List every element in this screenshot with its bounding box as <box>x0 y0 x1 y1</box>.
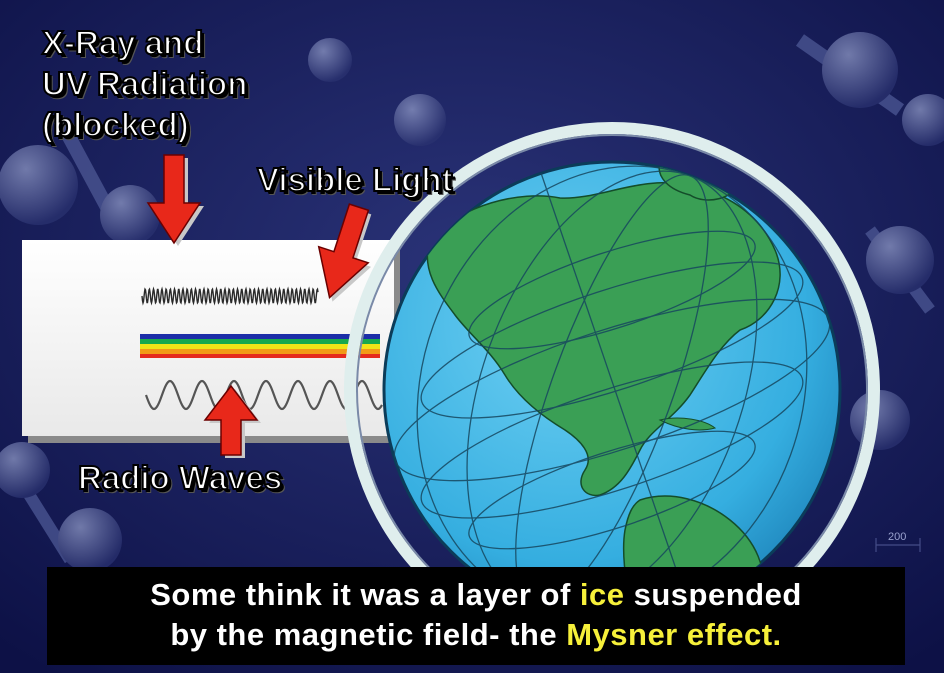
caption-highlight-ice: ice <box>579 577 625 612</box>
caption-line-2: by the magnetic field- the Mysner effect… <box>47 615 905 655</box>
cuba-island <box>658 417 717 431</box>
xray-label-line-3: (blocked) <box>41 105 190 144</box>
red-arrow-icon-visible <box>317 203 372 302</box>
scale-mark-text: 200 <box>888 531 906 543</box>
caption-text: Some think it was a layer of ice suspend… <box>47 575 905 655</box>
rainbow-spectrum-band <box>140 334 380 358</box>
red-arrow-icon-xray <box>146 154 204 246</box>
caption-line-2-pre: by the magnetic field- the <box>170 617 567 652</box>
xray-uv-label: X-Ray and UV Radiation (blocked) <box>41 22 248 145</box>
caption-line-1: Some think it was a layer of ice suspend… <box>47 575 905 615</box>
caption-box: Some think it was a layer of ice suspend… <box>47 567 905 665</box>
caption-line-1-post: suspended <box>624 577 802 612</box>
xray-wave-line <box>141 286 319 306</box>
visible-light-label: Visible Light <box>256 160 454 199</box>
xray-label-line-2: UV Radiation <box>41 64 248 103</box>
radio-wave-line <box>144 379 383 411</box>
red-arrow-icon-radio <box>203 384 261 458</box>
caption-highlight-mysner: Mysner effect. <box>566 617 782 652</box>
molecule-decoration <box>0 32 944 572</box>
xray-label-line-1: X-Ray and <box>41 23 204 62</box>
caption-line-1-pre: Some think it was a layer of <box>150 577 580 612</box>
radio-waves-label: Radio Waves <box>77 458 283 497</box>
faint-chart-decoration <box>875 538 921 552</box>
